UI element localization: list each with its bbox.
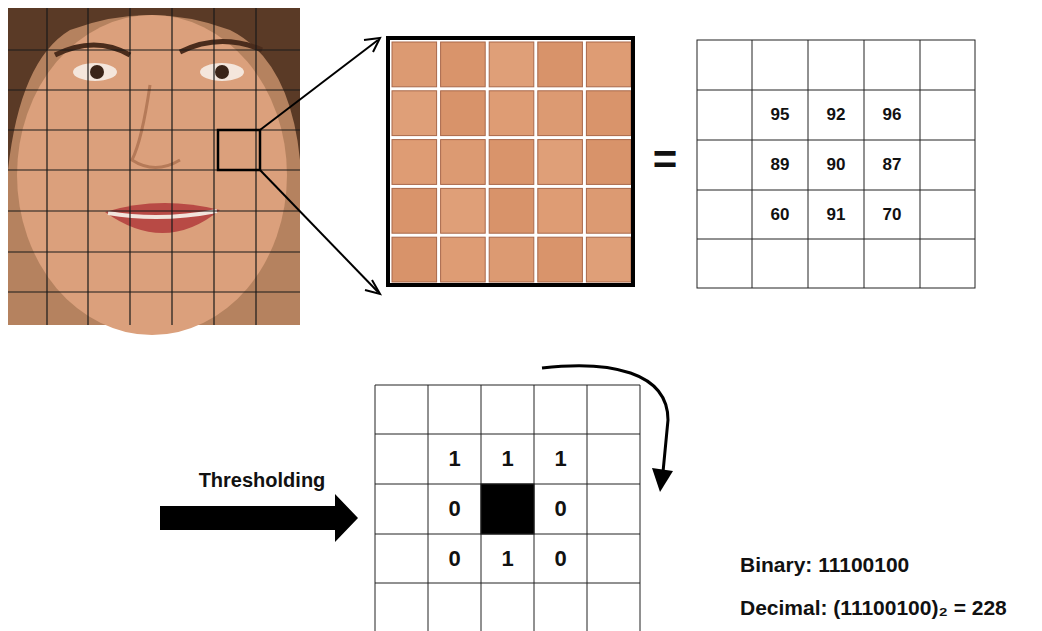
binary-bit: 1 (536, 436, 585, 482)
binary-bit: 1 (483, 536, 532, 582)
face-skin (17, 15, 287, 335)
pixel-cell (538, 188, 583, 233)
pixel-value: 90 (810, 142, 862, 188)
pixel-cell (392, 140, 437, 185)
pixel-value: 60 (754, 192, 806, 238)
nose (132, 85, 180, 168)
pixel-cell (441, 140, 486, 185)
equals-sign: = (645, 135, 685, 185)
pixel-cell (586, 42, 631, 87)
pixel-cell (441, 237, 486, 282)
pixel-value: 92 (810, 92, 862, 138)
face-photo (8, 8, 300, 335)
zoom-arrows (260, 38, 380, 294)
pixel-value: 87 (866, 142, 918, 188)
binary-bit: 1 (483, 436, 532, 482)
center-pixel (481, 484, 534, 534)
pixel-cell (392, 188, 437, 233)
binary-code: Binary: 11100100 (740, 550, 1030, 580)
pixel-cell (538, 91, 583, 136)
binary-bit: 0 (430, 536, 479, 582)
step-label: Thresholding (172, 466, 352, 494)
pixel-value: 96 (866, 92, 918, 138)
pupil (215, 65, 229, 79)
selected-region (218, 130, 260, 170)
pixel-cell (441, 42, 486, 87)
binary-grid (375, 385, 640, 631)
zoomed-pixels (392, 42, 631, 282)
lips (105, 203, 220, 233)
pixel-value: 95 (754, 92, 806, 138)
photo-grid (8, 8, 300, 325)
pixel-cell (441, 188, 486, 233)
pixel-cell (489, 140, 534, 185)
decimal-value: Decimal: (11100100)₂ = 228 (740, 592, 1035, 624)
value-table (697, 40, 975, 288)
binary-bit: 1 (430, 436, 479, 482)
thresholding-arrow (160, 494, 358, 542)
pixel-cell (586, 188, 631, 233)
pixel-cell (538, 237, 583, 282)
pixel-cell (489, 188, 534, 233)
binary-bit: 0 (536, 486, 585, 532)
eye (200, 63, 244, 81)
curved-arrow-head (652, 468, 673, 492)
zoom-border (388, 38, 633, 285)
teeth (108, 211, 217, 217)
pixel-cell (489, 91, 534, 136)
pixel-cell (538, 42, 583, 87)
pixel-value: 89 (754, 142, 806, 188)
pupil (90, 65, 104, 79)
pixel-value: 70 (866, 192, 918, 238)
eye (73, 63, 117, 81)
pixel-cell (538, 140, 583, 185)
pixel-cell (489, 42, 534, 87)
pixel-cell (586, 237, 631, 282)
binary-bit: 0 (536, 536, 585, 582)
pixel-cell (392, 42, 437, 87)
pixel-cell (586, 140, 631, 185)
pixel-value: 91 (810, 192, 862, 238)
pixel-cell (392, 91, 437, 136)
pixel-cell (489, 237, 534, 282)
pixel-cell (586, 91, 631, 136)
binary-bit: 0 (430, 486, 479, 532)
pixel-cell (392, 237, 437, 282)
pixel-cell (441, 91, 486, 136)
